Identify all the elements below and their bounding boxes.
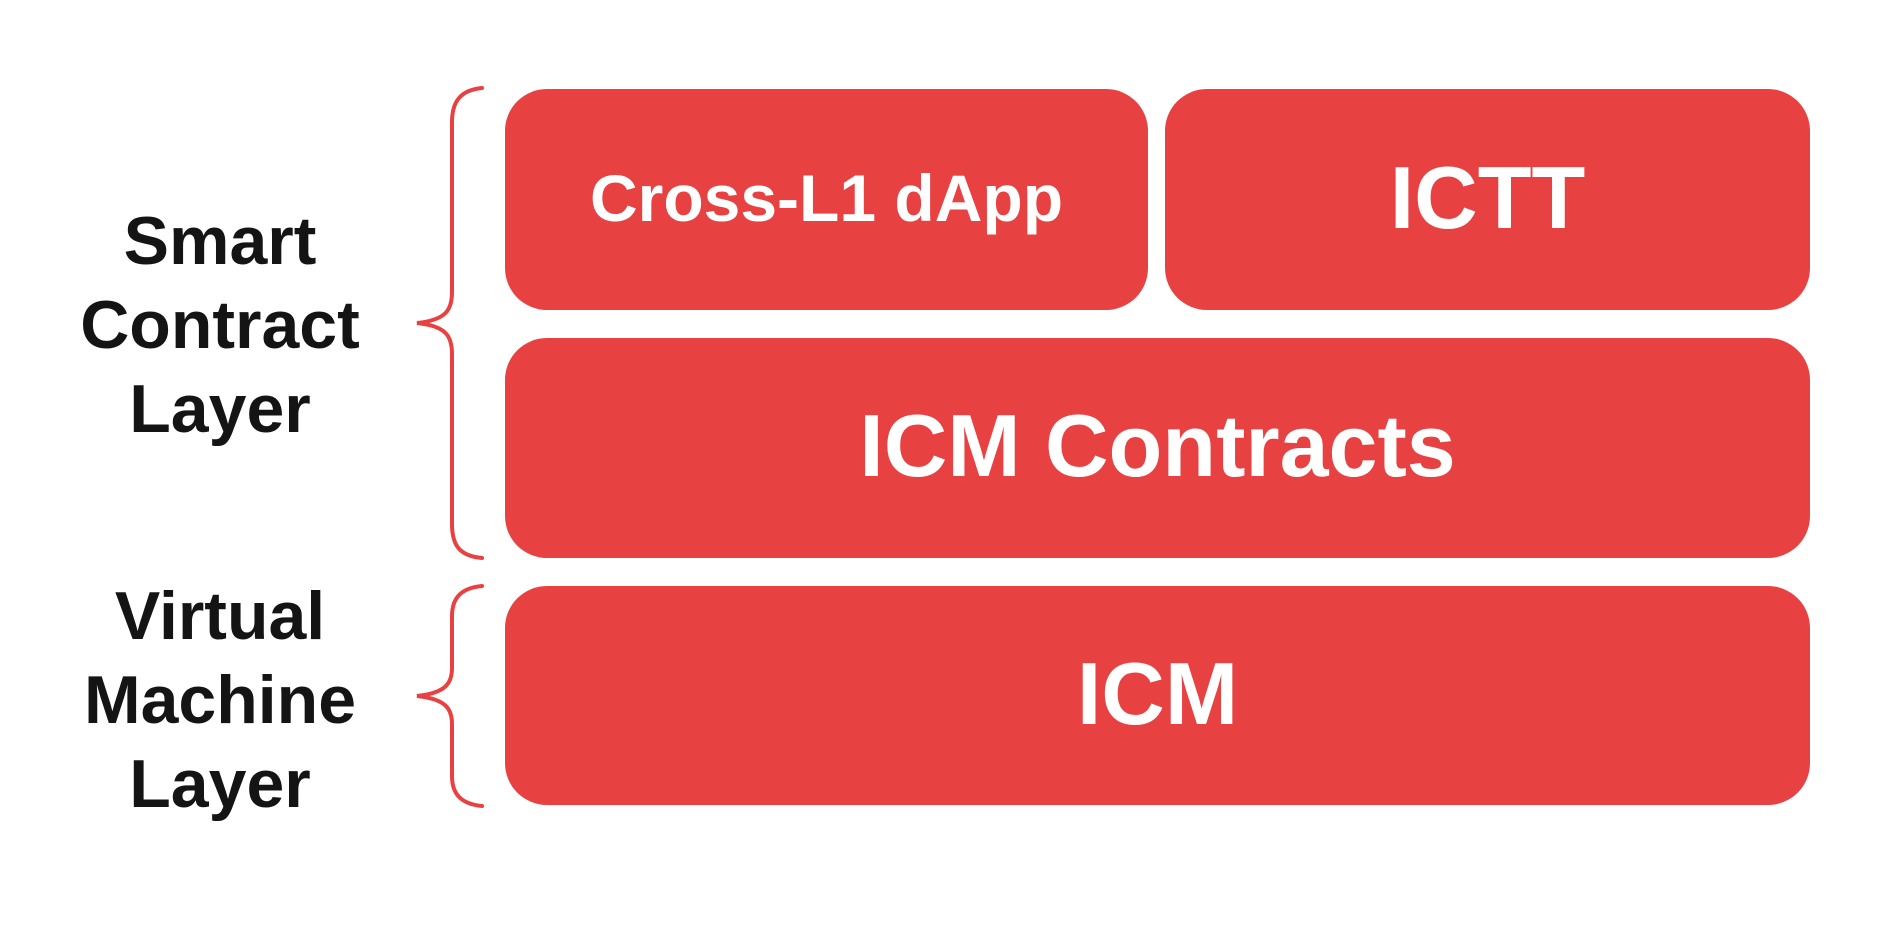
- box-label: ICM Contracts: [859, 396, 1456, 495]
- label-line: Layer: [129, 746, 311, 822]
- box-cross-l1-dapp: Cross-L1 dApp: [505, 89, 1148, 310]
- label-line: Contract: [80, 287, 360, 363]
- box-label: Cross-L1 dApp: [589, 160, 1064, 235]
- box-ictt: ICTT: [1165, 89, 1810, 310]
- box-icm-contracts: ICM Contracts: [505, 338, 1810, 558]
- label-line: Virtual: [114, 578, 326, 654]
- virtual-machine-brace-icon: [416, 584, 484, 808]
- smart-contract-brace-icon: [416, 86, 484, 560]
- box-label: ICTT: [1389, 147, 1586, 247]
- smart-contract-layer-label: Smart Contract Layer: [0, 199, 440, 451]
- virtual-machine-layer-label: Virtual Machine Layer: [0, 574, 440, 826]
- label-line: Layer: [129, 371, 311, 447]
- label-line: Machine: [83, 662, 357, 738]
- box-icm: ICM: [505, 586, 1810, 805]
- label-line: Smart: [123, 203, 317, 279]
- box-label: ICM: [1076, 643, 1239, 743]
